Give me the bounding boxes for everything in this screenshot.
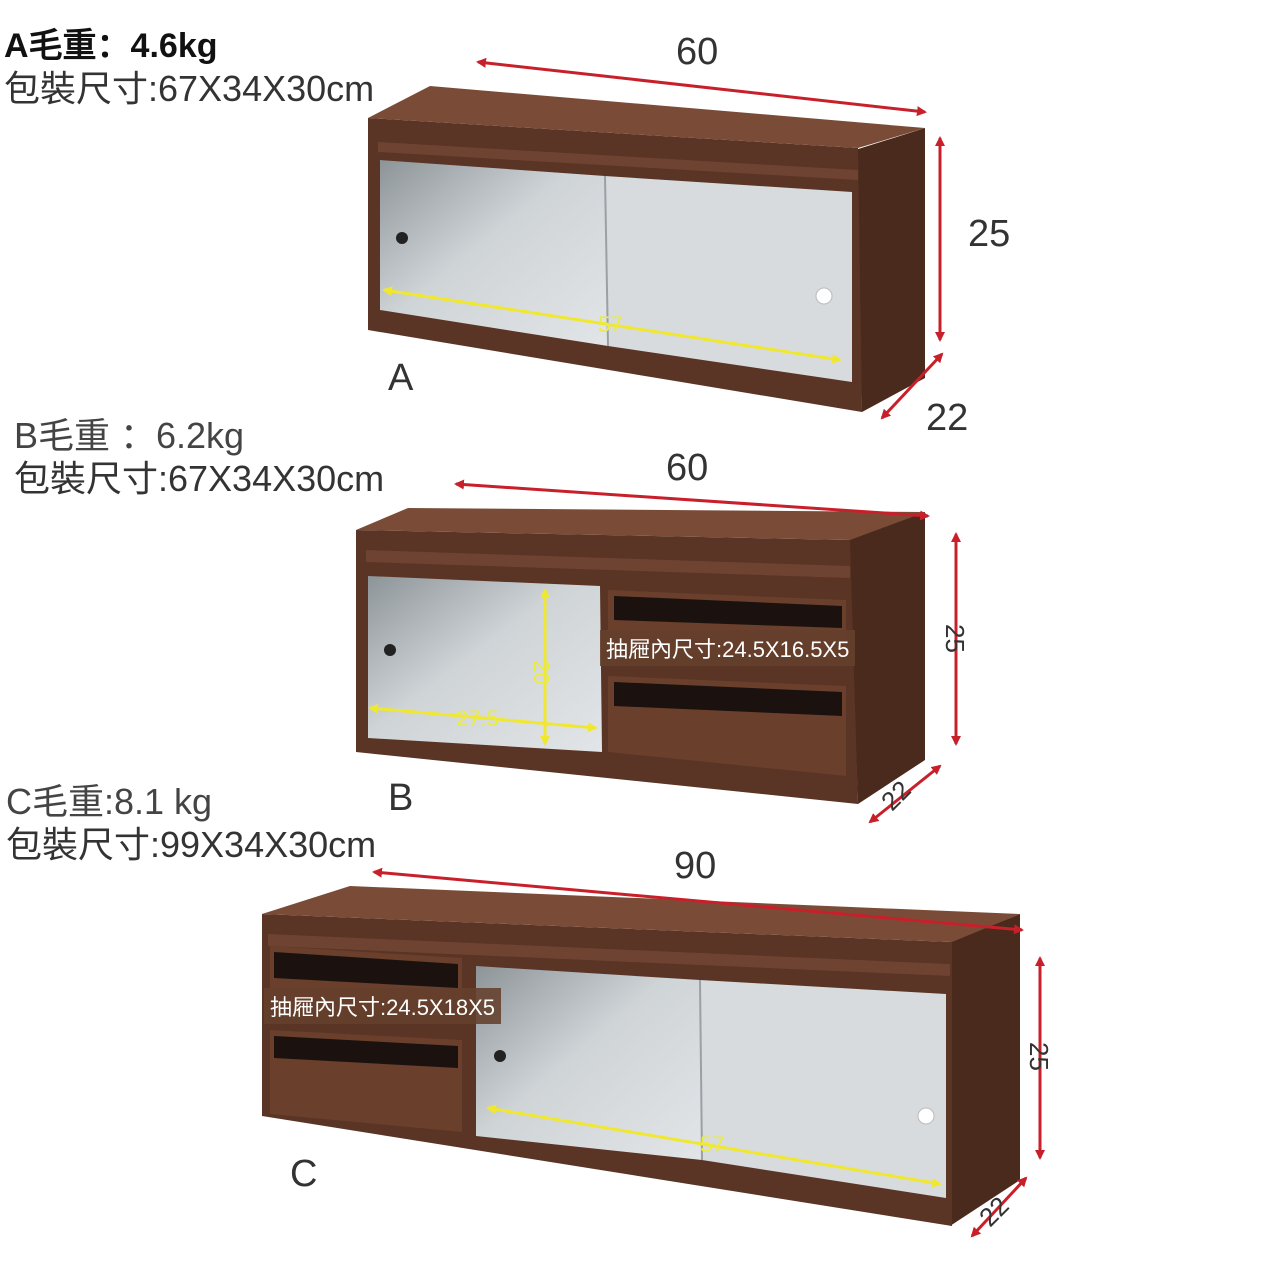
door-width-label-b: 27.5 (456, 706, 499, 731)
width-arrow-c (372, 867, 1024, 935)
package-c: 包裝尺寸:99X34X30cm (6, 824, 377, 866)
door-handle-c-right (917, 1107, 935, 1125)
letter-c: C (290, 1153, 317, 1195)
door-width-arrow-b (368, 703, 598, 733)
depth-arrow-c (970, 1176, 1028, 1238)
width-arrow-b (454, 479, 930, 521)
drawer-inner-label-c: 抽屜內尺寸:24.5X18X5 (264, 988, 501, 1024)
door-span-arrow-a (382, 286, 842, 364)
spec-b: B毛重 ：6.2kg 包裝尺寸:67X34X30cm (14, 414, 384, 500)
spec-c: C毛重:8.1 kg 包裝尺寸:99X34X30cm (6, 780, 376, 866)
cabinet-c: 57 90 25 22 C (262, 845, 1054, 1238)
door-height-label-b: 20 (529, 660, 554, 684)
letter-b: B (388, 777, 413, 819)
door-handle-a-right (815, 287, 833, 305)
door-span-arrow-c (486, 1104, 942, 1188)
cabinet-a: 57 60 25 22 A (368, 31, 1010, 439)
door-handle-a-left (396, 232, 408, 244)
width-label-c: 90 (674, 845, 716, 887)
glass-door-left-c (476, 966, 702, 1160)
door-span-label-a: 57 (598, 312, 622, 337)
package-a: 包裝尺寸:67X34X30cm (4, 67, 375, 109)
width-arrow-a (476, 57, 927, 117)
door-handle-b (384, 644, 396, 656)
weight-a: A毛重：4.6kg (4, 27, 218, 65)
package-b: 包裝尺寸:67X34X30cm (14, 458, 385, 500)
depth-label-a: 22 (926, 397, 968, 439)
spec-a: A毛重：4.6kg 包裝尺寸:67X34X30cm (4, 26, 374, 110)
height-label-a: 25 (968, 213, 1010, 255)
weight-c: C毛重:8.1 kg (6, 781, 213, 822)
door-span-label-c: 57 (700, 1132, 724, 1157)
cabinet-b: 27.5 20 60 25 22 B (356, 447, 970, 824)
drawer-inner-label-b: 抽屜內尺寸:24.5X16.5X5 (600, 630, 856, 666)
height-label-b: 25 (940, 624, 970, 653)
width-label-b: 60 (666, 447, 708, 489)
depth-arrow-a (880, 352, 944, 420)
height-label-c: 25 (1024, 1042, 1054, 1071)
letter-a: A (388, 357, 414, 399)
weight-b: B毛重 ：6.2kg (14, 415, 245, 456)
door-handle-c-left (494, 1050, 506, 1062)
depth-arrow-b (868, 764, 942, 824)
width-label-a: 60 (676, 31, 718, 73)
